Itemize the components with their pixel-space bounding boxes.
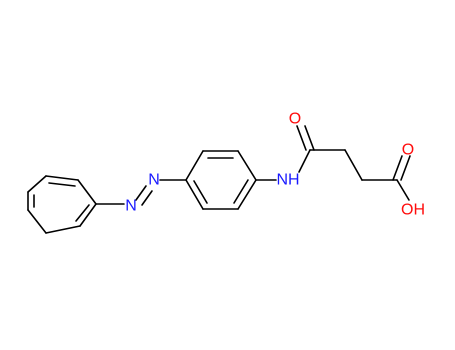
phenyl-ring: [27, 175, 97, 234]
azo-bond: [135, 185, 153, 206]
bond-c-oh: [396, 179, 410, 201]
acid-o-label: O: [402, 142, 414, 159]
amide-carbonyl: [296, 125, 315, 151]
acid-carbonyl: [392, 155, 411, 181]
azo-n2-label: N: [148, 172, 160, 189]
amide-o-label: O: [289, 111, 301, 128]
acid-oh-label: OH: [401, 202, 425, 219]
bond-chain-2: [344, 149, 363, 181]
central-benzene-ring: [185, 150, 257, 210]
bond-nh-carbonyl: [298, 149, 311, 173]
amide-nh-label: NH: [276, 172, 299, 189]
azo-n1-label: N: [125, 198, 137, 215]
